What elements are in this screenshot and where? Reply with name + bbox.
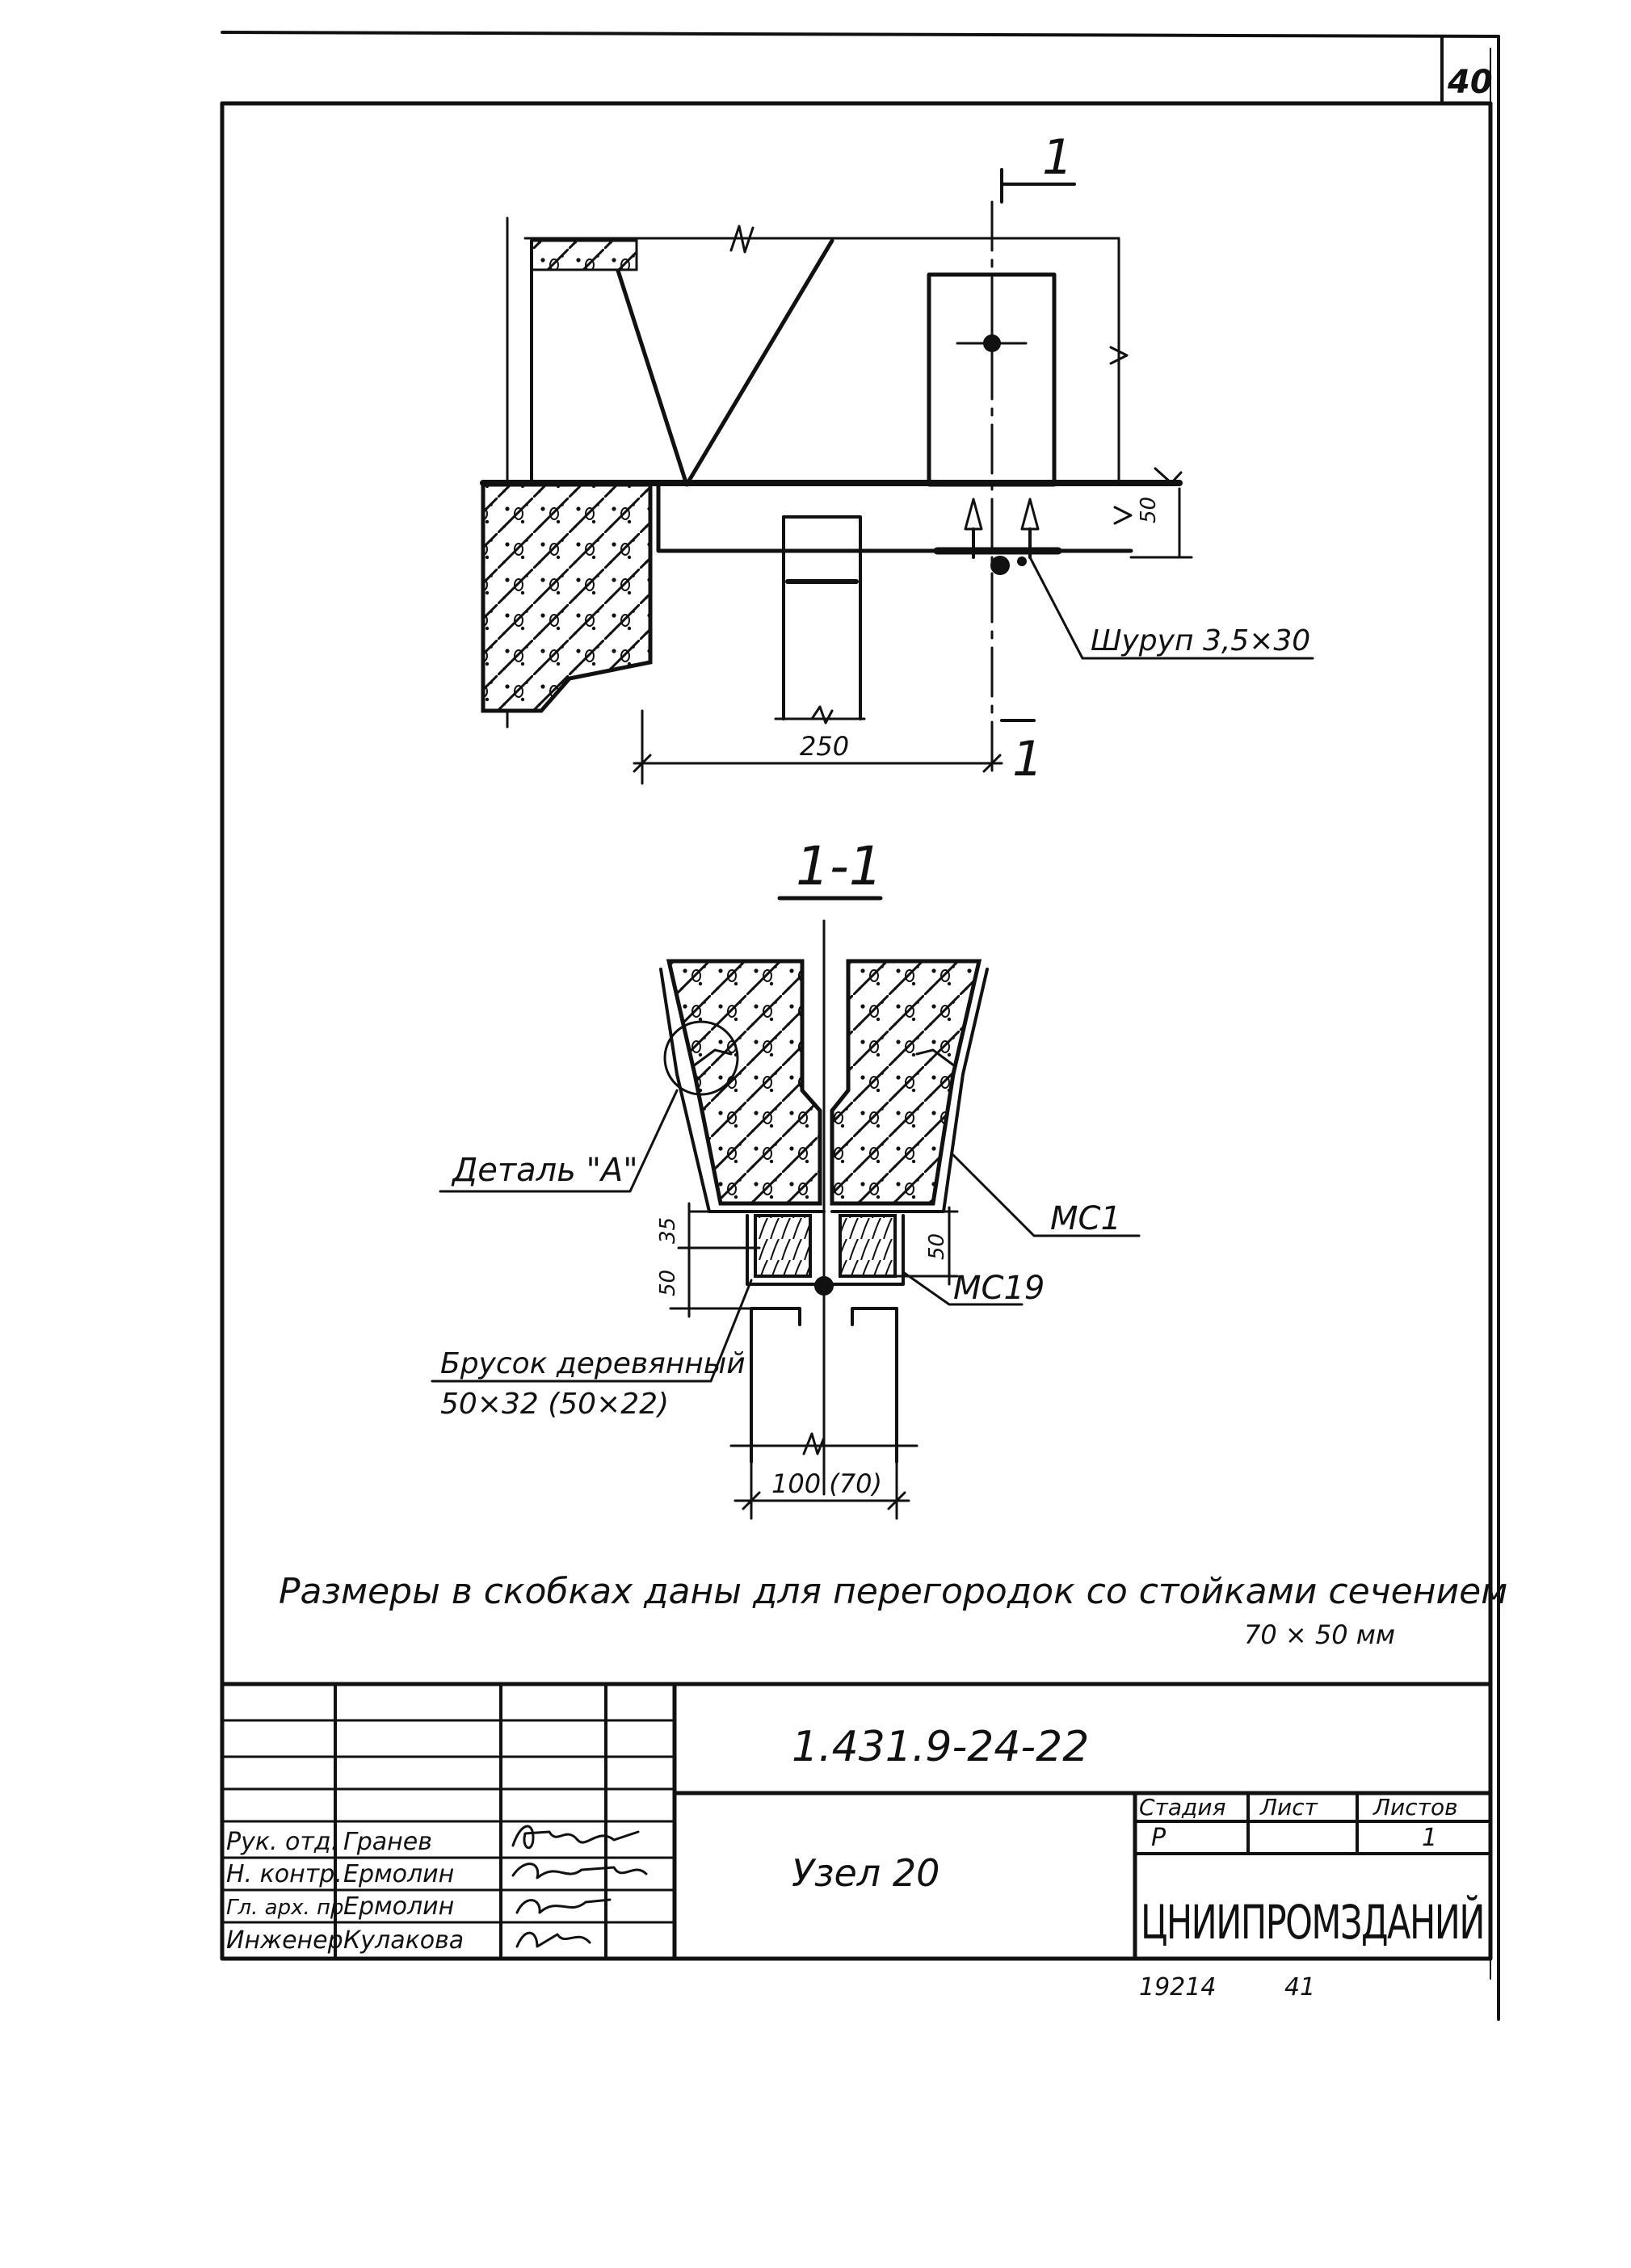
sheet-frame: [220, 31, 1500, 2021]
name-3: Ермолин: [343, 1892, 454, 1921]
bar-label-2: 50×32 (50×22): [440, 1388, 669, 1421]
dim-35: 35: [656, 1217, 680, 1244]
sheet-header: Лист: [1259, 1794, 1318, 1821]
signature-4: [515, 1931, 591, 1948]
stage-value: Р: [1151, 1824, 1167, 1852]
signature-1: [511, 1825, 640, 1849]
plan-view: 1 1 250 50 Шуруп 3,5×30: [480, 129, 1314, 788]
role-3: Гл. арх. пр.: [226, 1896, 351, 1920]
sheet-title: Узел 20: [792, 1851, 940, 1895]
section-1-1: 1-1 100 (70): [431, 835, 1141, 1520]
sheets-value: 1: [1422, 1824, 1437, 1852]
page-ref: 41: [1284, 1973, 1315, 2001]
screw-label: Шуруп 3,5×30: [1091, 624, 1310, 657]
name-4: Кулакова: [343, 1926, 464, 1955]
org-name: ЦНИИПРОМЗДАНИЙ: [1141, 1894, 1484, 1950]
name-1: Гранев: [343, 1828, 432, 1856]
inventory-number: 19214: [1139, 1973, 1216, 2001]
dim-50-left: 50: [656, 1270, 680, 1296]
dim-50-right: 50: [925, 1233, 949, 1260]
detail-a-circle: [663, 1020, 739, 1096]
left-concrete-panel: [666, 959, 822, 1206]
detail-label: Деталь "A": [451, 1152, 638, 1189]
page-number: 40: [1447, 64, 1493, 101]
wood-bar-left: [754, 1214, 812, 1278]
signature-2: [511, 1863, 648, 1880]
role-2: Н. контр.: [226, 1860, 343, 1888]
screw-icon: [964, 498, 1040, 575]
dim-250: 250: [800, 731, 849, 762]
doc-code: 1.431.9-24-22: [792, 1723, 1089, 1771]
right-concrete-panel: [830, 959, 982, 1206]
section-title: 1-1: [796, 835, 883, 897]
note-line-2: 70 × 50 мм: [1244, 1619, 1395, 1650]
dim-bottom: 100 (70): [771, 1468, 882, 1499]
mc1-label: МС1: [1050, 1200, 1121, 1237]
section-mark-bottom: 1: [1012, 731, 1043, 788]
dim-50-plan: 50: [1137, 497, 1161, 523]
section-mark-top: 1: [1042, 129, 1073, 186]
wood-bar-right: [839, 1214, 897, 1278]
bar-label-1: Брусок деревянный: [440, 1347, 746, 1380]
sheets-header: Листов: [1372, 1794, 1458, 1821]
name-2: Ермолин: [343, 1860, 454, 1888]
role-4: Инженер: [226, 1926, 343, 1955]
signature-3: [515, 1898, 612, 1914]
mc19-label: МС19: [953, 1270, 1045, 1307]
top-concrete-cap: [530, 239, 638, 271]
stage-header: Стадия: [1139, 1794, 1225, 1821]
role-1: Рук. отд.: [226, 1828, 338, 1856]
concrete-wall: [481, 482, 653, 713]
note-line-1: Размеры в скобках даны для перегородок с…: [279, 1571, 1507, 1612]
title-block: 1.431.9-24-22 Узел 20 ЦНИИПРОМЗДАНИЙ Ста…: [220, 1682, 1493, 1961]
